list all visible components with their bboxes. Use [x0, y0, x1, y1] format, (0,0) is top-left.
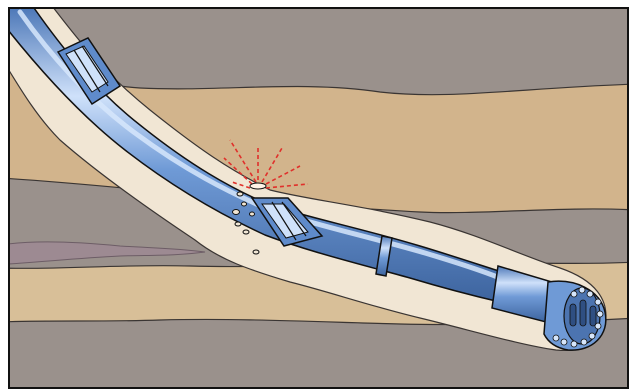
contact-point — [250, 183, 266, 189]
